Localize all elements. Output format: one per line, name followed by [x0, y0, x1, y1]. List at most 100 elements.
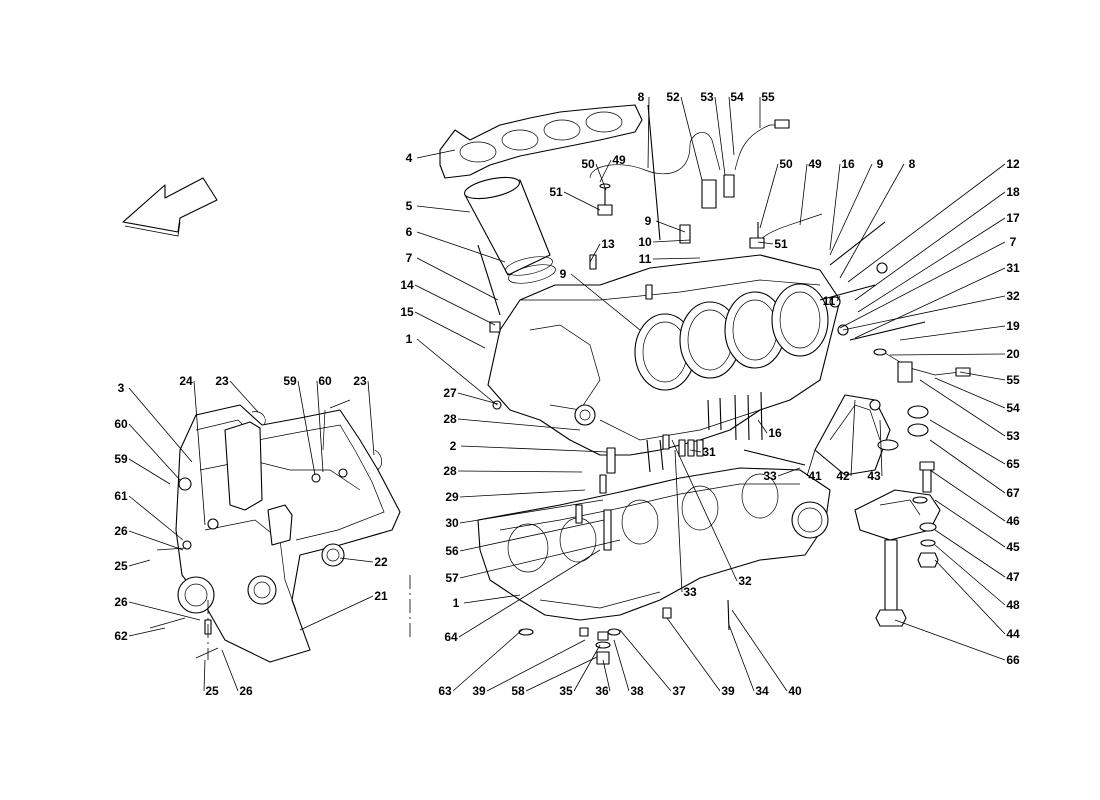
leader-line [666, 617, 721, 692]
leader-line [416, 231, 506, 263]
engine-block-drawing [439, 104, 971, 665]
callout-number: 23 [215, 374, 229, 388]
callout-number: 11 [639, 252, 652, 266]
leader-line [728, 96, 735, 156]
callout-number: 50 [779, 157, 793, 171]
callout-number: 56 [445, 544, 459, 558]
callout-number: 59 [283, 374, 297, 388]
leader-line [777, 467, 801, 477]
leader-line [486, 639, 586, 692]
leader-line [731, 609, 788, 692]
leader-lines [128, 96, 1006, 692]
leader-line [854, 191, 1006, 301]
leader-line [929, 439, 1006, 494]
leader-line [652, 239, 691, 243]
leader-line [589, 243, 601, 263]
callout-number: 32 [1006, 289, 1020, 303]
callout-number: 1 [406, 332, 413, 346]
leader-line [414, 284, 496, 326]
leader-line [339, 557, 374, 563]
callout-number: 46 [1006, 514, 1020, 528]
leader-line [879, 419, 883, 477]
callout-number: 58 [511, 684, 525, 698]
leader-line [934, 529, 1006, 578]
callout-number: 7 [1010, 235, 1017, 249]
leader-line [599, 159, 612, 183]
callout-number: 49 [808, 157, 822, 171]
callout-number: 2 [450, 439, 457, 453]
leader-line [457, 392, 499, 405]
callout-number: 31 [702, 445, 716, 459]
leader-line [128, 458, 171, 485]
callout-number: 59 [114, 452, 128, 466]
callout-number: 42 [836, 469, 850, 483]
callout-number: 3 [118, 381, 125, 395]
leader-line [367, 380, 375, 456]
callout-number: 18 [1006, 185, 1020, 199]
leader-line [570, 273, 641, 331]
callout-number: 8 [638, 90, 645, 104]
callout-number: 9 [877, 157, 884, 171]
leader-line [459, 539, 621, 579]
callout-number: 28 [443, 464, 457, 478]
leader-line [128, 559, 151, 567]
leader-line [759, 163, 779, 229]
callout-number: 4 [406, 151, 413, 165]
leader-line [829, 163, 873, 256]
leader-line [647, 96, 650, 169]
leader-line [889, 353, 1006, 356]
callout-number: 45 [1006, 540, 1020, 554]
callout-number: 33 [683, 585, 697, 599]
leader-line [674, 449, 683, 593]
callout-number: 44 [1006, 627, 1020, 641]
callout-number: 52 [666, 90, 680, 104]
leader-line [959, 371, 1006, 381]
leader-line [847, 163, 1006, 283]
leader-line [457, 418, 581, 431]
leader-line [929, 419, 1006, 465]
leader-line [457, 470, 583, 473]
callout-number: 1 [453, 596, 460, 610]
callout-number: 60 [318, 374, 332, 388]
leader-line [671, 439, 738, 582]
leader-line [573, 644, 601, 692]
callout-number: 35 [559, 684, 573, 698]
callout-number: 9 [645, 214, 652, 228]
leader-line [799, 163, 808, 226]
leader-line [836, 295, 841, 302]
leader-line [416, 149, 456, 159]
leader-line [416, 257, 499, 301]
leader-line [728, 624, 755, 692]
callout-number: 30 [445, 516, 459, 530]
leader-line [842, 295, 1006, 331]
timing-cover-drawing [149, 399, 411, 663]
leader-line [929, 469, 1006, 522]
callout-number: 31 [1006, 261, 1020, 275]
leader-line [894, 619, 1006, 661]
callout-number: 26 [114, 595, 128, 609]
leader-line [525, 656, 598, 692]
leader-line [193, 380, 206, 526]
callout-number: 29 [445, 490, 459, 504]
callout-number: 61 [114, 489, 128, 503]
leader-line [934, 559, 1006, 635]
callout-number: 41 [808, 469, 822, 483]
leader-line [919, 379, 1006, 437]
callout-number: 36 [595, 684, 609, 698]
callout-number: 39 [472, 684, 486, 698]
callout-number: 15 [400, 305, 414, 319]
leader-line [850, 399, 856, 477]
callout-number: 17 [1006, 211, 1020, 225]
leader-line [857, 217, 1006, 313]
callout-number: 25 [205, 684, 219, 698]
callout-number: 27 [443, 386, 457, 400]
leader-line [221, 649, 239, 692]
callout-number: 26 [239, 684, 253, 698]
leader-line [452, 629, 523, 692]
leader-line [463, 594, 521, 604]
leader-line [595, 163, 607, 191]
leader-line [128, 530, 184, 551]
callout-number: 43 [867, 469, 881, 483]
callout-number: 33 [763, 469, 777, 483]
